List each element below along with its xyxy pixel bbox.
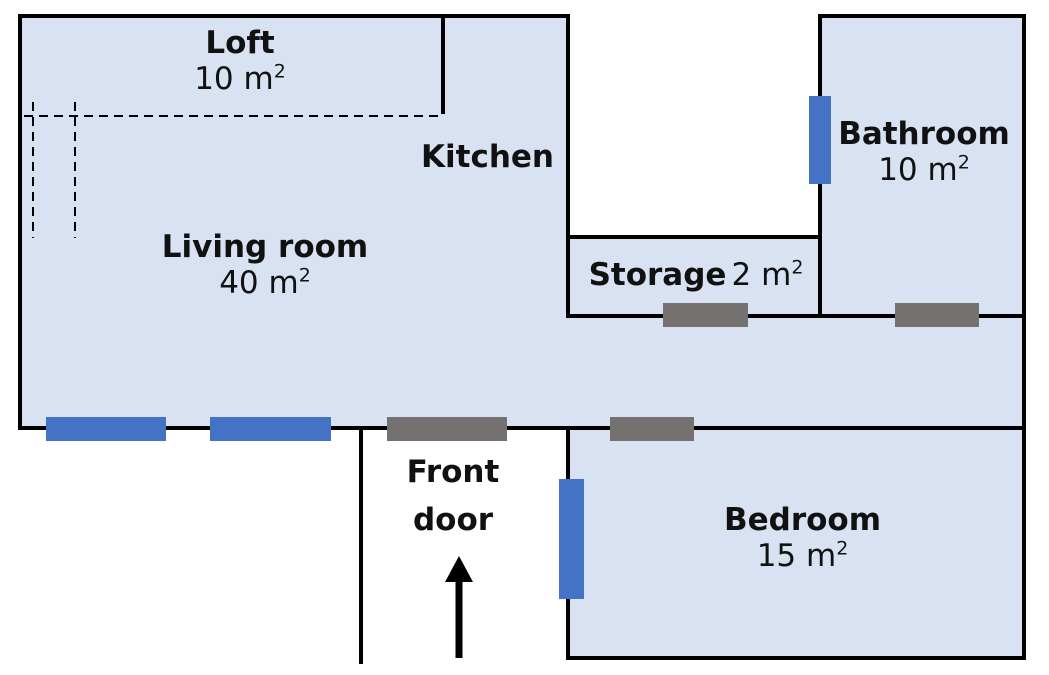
loft-dashed-outline <box>24 102 443 238</box>
bedroom-label: Bedroom 15 m2 <box>700 502 905 574</box>
front-door-line1: Front <box>406 454 500 490</box>
storage-name: Storage <box>588 257 727 293</box>
bedroom-area: 15 m2 <box>756 537 849 574</box>
bathroom-label: Bathroom 10 m2 <box>834 116 1014 188</box>
window-bedroom <box>559 479 584 599</box>
bathroom-floor <box>820 16 1024 316</box>
loft-name: Loft <box>205 25 275 61</box>
window-living-1 <box>46 417 166 441</box>
window-bathroom <box>809 96 831 184</box>
bedroom-name: Bedroom <box>723 502 882 538</box>
storage-label: Storage 2 m2 <box>578 256 814 294</box>
windows <box>46 96 831 599</box>
outer-wall-main <box>18 14 1026 318</box>
bathroom-name: Bathroom <box>838 116 1010 152</box>
loft-label: Loft 10 m2 <box>180 25 300 97</box>
living-room-name: Living room <box>161 229 369 265</box>
floor-fills <box>20 16 1024 658</box>
doors <box>387 303 979 441</box>
front-door-line2: door <box>412 502 494 539</box>
bathroom-wall <box>818 14 1026 318</box>
door-bedroom <box>610 417 694 441</box>
kitchen-name: Kitchen <box>420 139 554 175</box>
loft-area: 10 m2 <box>194 60 286 97</box>
front-door-label: Front door <box>388 448 518 544</box>
door-storage <box>663 303 748 327</box>
living-room-label: Living room 40 m2 <box>150 229 380 301</box>
door-bathroom <box>895 303 979 327</box>
main-floor <box>20 16 1024 428</box>
storage-area: 2 m2 <box>731 256 804 293</box>
door-front <box>387 417 507 441</box>
bathroom-area: 10 m2 <box>878 151 970 188</box>
storage-floor <box>568 237 820 316</box>
living-room-area: 40 m2 <box>219 264 311 301</box>
window-living-2 <box>210 417 331 441</box>
bedroom-floor <box>568 430 1024 658</box>
up-arrow-icon <box>445 556 473 658</box>
